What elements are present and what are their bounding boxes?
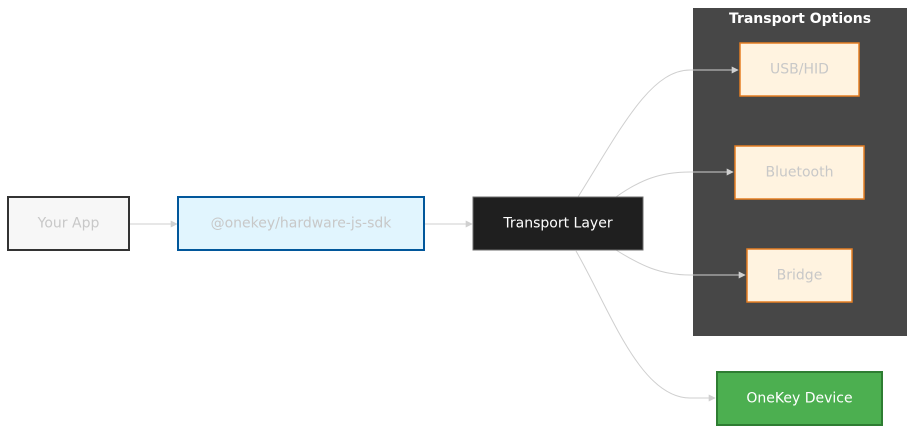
node-hardware-js-sdk: @onekey/hardware-js-sdk [177, 196, 425, 251]
node-bridge-label: Bridge [777, 268, 823, 284]
edges [129, 66, 746, 402]
edge-transport-to-bluetooth [615, 168, 734, 198]
node-bluetooth-label: Bluetooth [766, 165, 834, 181]
node-your-app: Your App [7, 196, 130, 251]
node-onekey-device-label: OneKey Device [746, 391, 852, 407]
node-bridge: Bridge [746, 248, 853, 303]
edge-transport-to-bridge [615, 249, 746, 279]
node-transport-layer-label: Transport Layer [502, 216, 612, 232]
edge-transport-to-device [575, 250, 716, 402]
node-onekey-device: OneKey Device [716, 371, 883, 426]
node-your-app-label: Your App [37, 216, 100, 232]
node-bluetooth: Bluetooth [734, 145, 865, 200]
node-hardware-js-sdk-label: @onekey/hardware-js-sdk [211, 216, 393, 232]
node-usb-hid: USB/HID [739, 42, 860, 97]
cluster-title: Transport Options [729, 11, 871, 27]
node-transport-layer: Transport Layer [472, 196, 644, 251]
node-usb-hid-label: USB/HID [770, 62, 829, 78]
edge-transport-to-usb [577, 66, 739, 198]
